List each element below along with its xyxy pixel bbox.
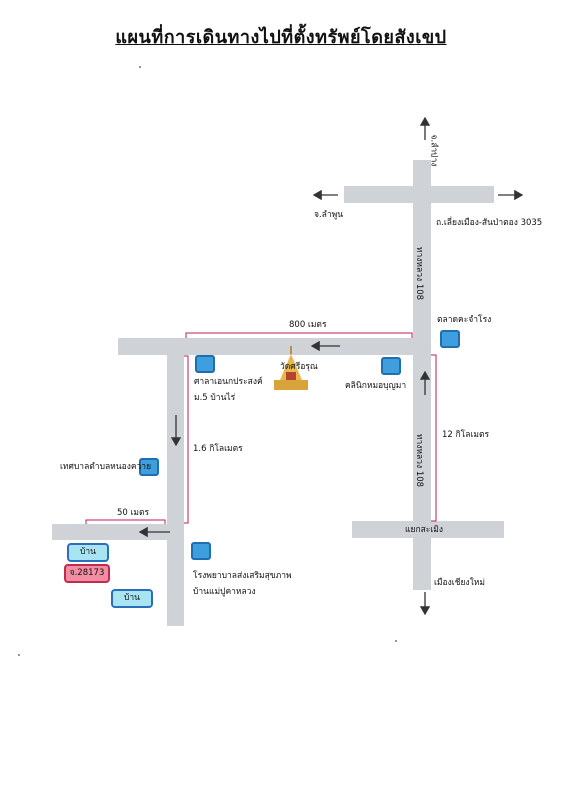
temple-label: วัดศรีอรุณ xyxy=(280,362,318,372)
pavilion-label-2: ม.5 บ้านไร่ xyxy=(194,393,236,403)
intersection-label: แยกสะเมิง xyxy=(405,525,444,535)
municipality-marker xyxy=(139,458,159,476)
page-title: แผนที่การเดินทางไปที่ตั้งทรัพย์โดยสังเขป xyxy=(115,27,447,48)
bracket-800m xyxy=(185,332,413,338)
hospital-label-1: โรงพยาบาลส่งเสริมสุขภาพ xyxy=(193,571,292,581)
scan-speck xyxy=(139,66,141,68)
last-road xyxy=(52,524,184,540)
highway-label-lower: ทางหลวง 108 xyxy=(414,433,425,488)
scan-speck xyxy=(395,640,397,642)
market-marker xyxy=(440,330,460,348)
scan-speck xyxy=(18,654,20,656)
bracket-1-6km xyxy=(184,355,189,524)
temple-icon xyxy=(274,346,308,390)
inner-vertical-road xyxy=(167,338,184,626)
north-label: จ.ลำปาง xyxy=(428,134,439,167)
bracket-12km xyxy=(431,354,437,522)
samoeng-crossroad xyxy=(352,521,504,538)
municipality-label: เทศบาลตำบลหนองควาย xyxy=(60,462,152,472)
pavilion-label-1: ศาลาเอนกประสงค์ xyxy=(194,377,263,387)
east-west-road xyxy=(118,338,431,355)
distance-1-6km: 1.6 กิโลเมตร xyxy=(193,444,243,454)
market-label: ตลาดคะจำโรง xyxy=(437,315,492,325)
west-label: จ.ลำพูน xyxy=(314,210,344,220)
distance-50m: 50 เมตร xyxy=(117,508,150,518)
pavilion-marker xyxy=(195,355,215,373)
hospital-marker xyxy=(191,542,211,560)
top-crossroad xyxy=(344,186,494,203)
house-bottom: บ้าน xyxy=(111,589,153,608)
clinic-marker xyxy=(381,357,401,375)
house-top: บ้าน xyxy=(67,543,109,562)
highway-label-upper: ทางหลวง 108 xyxy=(414,246,425,301)
south-label: เมืองเชียงใหม่ xyxy=(434,578,485,588)
hospital-label-2: บ้านแม่ปูคาหลวง xyxy=(193,587,256,597)
distance-12km: 12 กิโลเมตร xyxy=(442,430,490,440)
deed-label: จ.28173 xyxy=(64,564,110,583)
clinic-label: คลินิกหมอบุญมา xyxy=(345,381,407,391)
east-label: ถ.เลี่ยงเมือง-สันป่าตอง 3035 xyxy=(436,218,543,228)
bracket-50m xyxy=(85,519,166,524)
distance-800m: 800 เมตร xyxy=(289,320,327,330)
